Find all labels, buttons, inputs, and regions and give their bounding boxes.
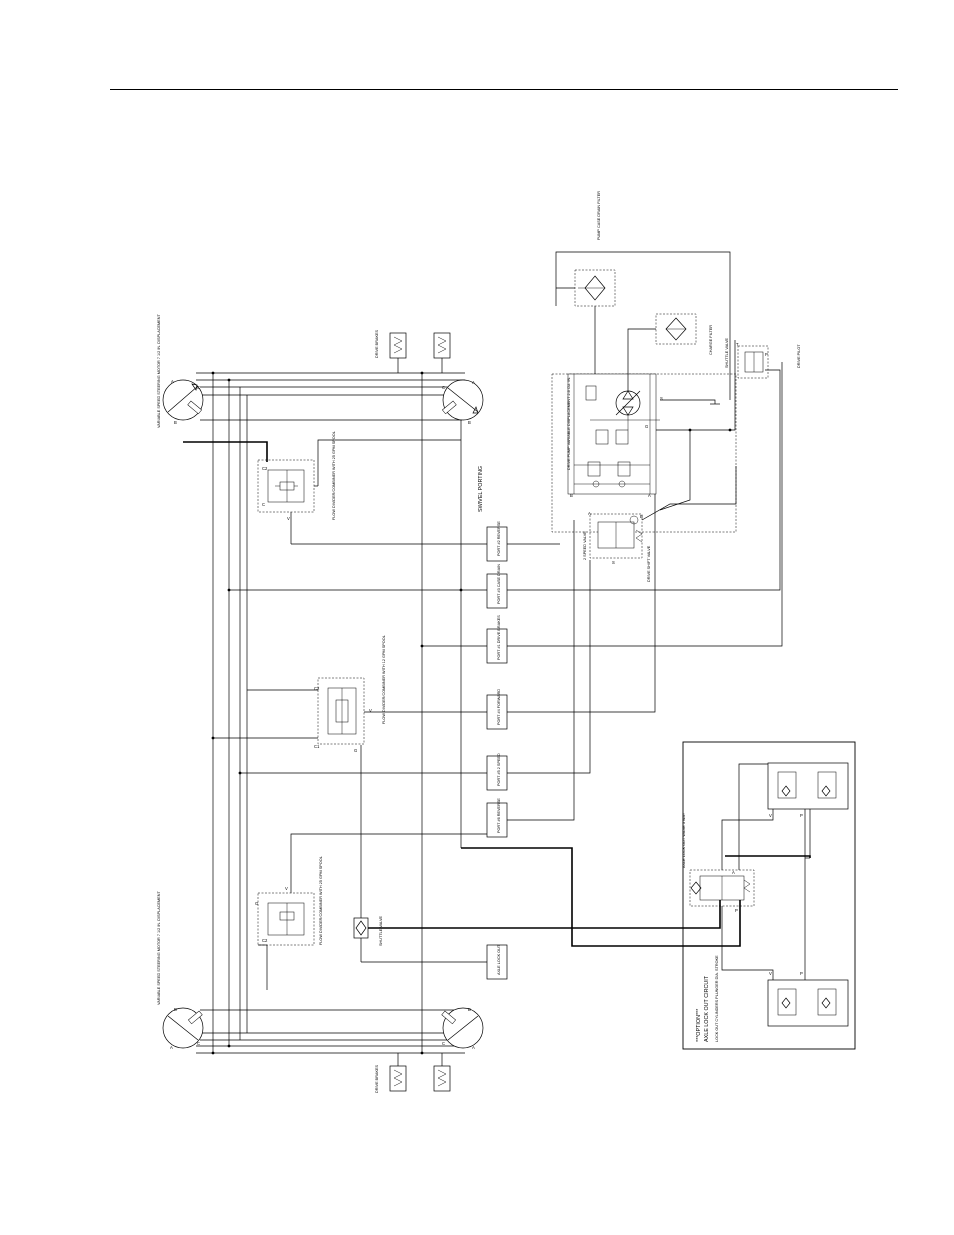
svg-text:C: C <box>262 502 265 507</box>
drive-pump-assembly: B A G S DRIVE PUMP VARIABLE DISPLACEMENT… <box>551 340 737 533</box>
steering-motor-top-right: A B C <box>441 379 484 425</box>
port-forward-label: PORT #4 FORWARD <box>497 689 501 725</box>
port-axle-lockout <box>486 944 508 980</box>
swivel-porting-label: SWIVEL PORTING <box>478 466 484 512</box>
valve-middle-label: FLOW DIVIDER/COMBINER WITH 12 GPM SPOOL <box>382 635 386 724</box>
pump-case-filter: PUMP CASE DRAIN FILTER <box>555 191 731 400</box>
option-notes: LOCK OUT CYLINDERS PLUNGER DIA. STROKE <box>715 955 719 1042</box>
valve-bottom-label: FLOW DIVIDER/COMBINER WITH 25 GPM SPOOL <box>319 856 323 945</box>
svg-text:C: C <box>442 385 445 390</box>
svg-text:A: A <box>472 380 475 385</box>
svg-text:A: A <box>170 1045 173 1050</box>
drive-brakes-top-label: DRIVE BRAKES <box>375 329 379 358</box>
main-pressure-lines <box>196 371 465 1055</box>
svg-text:A: A <box>648 493 651 498</box>
header-rule <box>110 89 898 90</box>
drive-pump-label: DRIVE PUMP VARIABLE DISPLACEMENT 2.6 CU.… <box>567 377 571 470</box>
steering-motor-bottom-left: A B C <box>162 1007 204 1050</box>
svg-text:DRIVE PILOT: DRIVE PILOT <box>797 344 801 368</box>
port-reverse-label: PORT #6 REVERSE <box>497 798 501 833</box>
axle-lockout-option: A P AXLE LOCK OUT VALVE 3 WAY V P V P <box>682 741 856 1050</box>
svg-text:A: A <box>588 511 591 516</box>
svg-text:A: A <box>472 1045 475 1050</box>
port-drive-brakes-label: PORT #1 DRIVE BRAKES <box>497 615 501 660</box>
drive-brakes-bottom-label: DRIVE BRAKES <box>375 1064 379 1093</box>
valve-top-label: FLOW DIVIDER/COMBINER WITH 25 GPM SPOOL <box>332 431 336 520</box>
port-case-drain-label: PORT #3 CASE DRAIN <box>497 564 501 604</box>
drive-brakes-bottom: DRIVE BRAKES <box>375 1053 451 1093</box>
port-two-speed-label: PORT #5 2 SPEED <box>497 753 501 786</box>
option-subtitle: AXLE LOCK OUT CIRCUIT <box>704 975 710 1042</box>
motor-label-bottom: VARIABLE SPEED STEERING MOTOR 7 1/2 IN. … <box>157 891 161 1005</box>
option-title: ***OPTION*** <box>696 1008 702 1042</box>
svg-text:P: P <box>800 971 803 976</box>
charge-filter: CHARGE FILTER <box>627 313 713 391</box>
port-drive-reverse-label: PORT #2 REVERSE <box>497 521 501 556</box>
svg-text:C2: C2 <box>262 938 268 943</box>
svg-text:B: B <box>174 420 177 425</box>
two-speed-valve: A S B 2 SPEED VALVE DRIVE SHIFT VALVE <box>583 466 737 582</box>
svg-text:T: T <box>736 342 739 347</box>
steering-motor-top-left: A B C <box>162 379 204 425</box>
shuttle-valve-label: SHUTTLE VALVE <box>379 916 383 946</box>
svg-text:G: G <box>354 748 357 753</box>
svg-text:B: B <box>174 1007 177 1012</box>
shuttle-valve: SHUTTLE VALVE <box>353 745 487 963</box>
flow-divider-bottom: G C2 V FLOW DIVIDER/COMBINER WITH 25 GPM… <box>255 833 487 990</box>
motor-label-top: VARIABLE SPEED STEERING MOTOR 7 1/2 IN. … <box>157 314 161 428</box>
svg-text:V: V <box>287 516 290 521</box>
svg-text:C2: C2 <box>314 686 320 691</box>
svg-text:G: G <box>645 424 648 429</box>
svg-text:V: V <box>285 886 288 891</box>
svg-text:B: B <box>468 1007 471 1012</box>
two-speed-valve-label: 2 SPEED VALVE <box>583 531 587 560</box>
flow-divider-middle: C2 C1 V G FLOW DIVIDER/COMBINER WITH 12 … <box>213 635 487 753</box>
svg-text:A: A <box>732 870 735 875</box>
svg-text:B: B <box>570 493 573 498</box>
svg-text:C: C <box>197 1041 200 1046</box>
steering-motor-bottom-right: A B C <box>441 1007 484 1050</box>
shuttle-top-label: SHUTTLE VALVE <box>725 338 729 368</box>
svg-text:V: V <box>769 813 772 818</box>
svg-text:C: C <box>442 1041 445 1046</box>
drive-shift-valve-label: DRIVE SHIFT VALVE <box>647 545 651 582</box>
svg-text:P: P <box>735 908 738 913</box>
shuttle-valve-top: T P SHUTTLE VALVE DRIVE PILOT <box>725 338 801 379</box>
svg-text:C2: C2 <box>262 466 268 471</box>
svg-text:V: V <box>369 708 372 713</box>
svg-text:S: S <box>660 396 663 401</box>
flow-divider-top: C2 C V FLOW DIVIDER/COMBINER WITH 25 GPM… <box>257 431 487 545</box>
motor-bottom-label: VARIABLE SPEED STEERING MOTOR 7 1/2 IN. … <box>157 891 161 1005</box>
swivel-ports: SWIVEL PORTING PORT #2 REVERSE PORT #3 C… <box>229 362 783 980</box>
drive-brakes-top: DRIVE BRAKES <box>375 329 451 373</box>
svg-text:C1: C1 <box>314 744 320 749</box>
port-axle-lockout-label: AXLE LOCK OUT <box>497 944 501 975</box>
svg-text:B: B <box>640 514 643 519</box>
svg-text:A: A <box>171 379 174 384</box>
svg-text:C: C <box>197 385 200 390</box>
motor-top-label: VARIABLE SPEED STEERING MOTOR 7 1/2 IN. … <box>157 314 161 428</box>
port-case-drain <box>486 573 508 609</box>
charge-filter-label: CHARGE FILTER <box>709 325 713 355</box>
svg-text:B: B <box>468 420 471 425</box>
axle-lockout-valve-label: AXLE LOCK OUT VALVE 3 WAY <box>682 812 686 868</box>
pump-case-filter-label: PUMP CASE DRAIN FILTER <box>597 191 601 240</box>
svg-text:G: G <box>255 901 258 906</box>
svg-text:P: P <box>800 813 803 818</box>
svg-text:V: V <box>769 971 772 976</box>
svg-text:P: P <box>765 352 768 357</box>
svg-text:S: S <box>612 560 615 565</box>
